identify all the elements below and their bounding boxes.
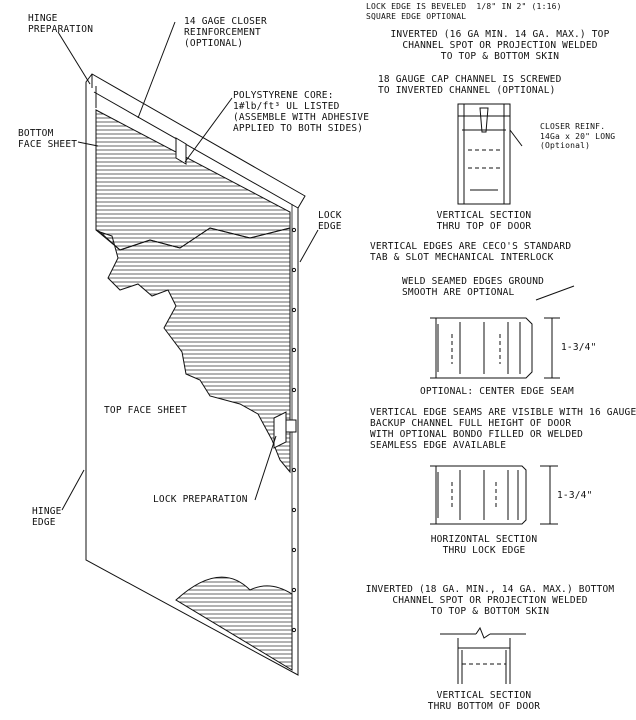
lock-edge-label: LOCK EDGE: [318, 210, 342, 232]
door-outline: [85, 73, 306, 676]
hinge-edge-label: HINGE EDGE: [32, 506, 62, 528]
hinge-preparation-label: HINGE PREPARATION: [28, 13, 94, 35]
top-channel-note: INVERTED (16 GA MIN. 14 GA. MAX.) TOP CH…: [390, 29, 610, 62]
lock-preparation-label: LOCK PREPARATION: [153, 494, 248, 505]
section-lock-edge: [430, 465, 558, 525]
vertical-section-bottom-title: VERTICAL SECTION THRU BOTTOM OF DOOR: [427, 690, 541, 712]
bottom-cutaway: [175, 576, 293, 671]
dim-center-seam: 1-3/4": [561, 342, 597, 353]
edge-seams-note: VERTICAL EDGE SEAMS ARE VISIBLE WITH 16 …: [370, 407, 636, 451]
core-cutaway: [95, 227, 291, 474]
weld-seamed-note: WELD SEAMED EDGES GROUND SMOOTH ARE OPTI…: [402, 276, 545, 298]
section-center-seam: [430, 285, 575, 379]
top-face-sheet-label: TOP FACE SHEET: [104, 405, 187, 416]
cap-channel-note: 18 GAUGE CAP CHANNEL IS SCREWED TO INVER…: [378, 74, 562, 96]
section-bottom: [440, 626, 526, 684]
horizontal-section-title: HORIZONTAL SECTION THRU LOCK EDGE: [430, 534, 538, 556]
center-edge-seam-title: OPTIONAL: CENTER EDGE SEAM: [420, 386, 574, 397]
closer-reinf-note: CLOSER REINF. 14Ga x 20" LONG (Optional): [540, 122, 616, 150]
vertical-section-top-title: VERTICAL SECTION THRU TOP OF DOOR: [436, 210, 532, 232]
beveled-note: LOCK EDGE IS BEVELED 1/8" IN 2" (1:16) S…: [366, 2, 562, 21]
vertical-edges-note: VERTICAL EDGES ARE CECO'S STANDARD TAB &…: [370, 241, 572, 263]
lock-edge-tabs: [291, 227, 297, 633]
closer-reinforcement: [175, 137, 187, 165]
closer-reinforcement-label: 14 GAGE CLOSER REINFORCEMENT (OPTIONAL): [184, 16, 267, 49]
bottom-face-sheet-label: BOTTOM FACE SHEET: [18, 128, 78, 150]
section-top: [457, 103, 523, 205]
bottom-channel-note: INVERTED (18 GA. MIN., 14 GA. MAX.) BOTT…: [365, 584, 615, 617]
lock-prep: [273, 411, 297, 449]
dim-lock-edge: 1-3/4": [557, 490, 593, 501]
core-label: POLYSTYRENE CORE: 1#lb/ft³ UL LISTED (AS…: [233, 90, 370, 134]
